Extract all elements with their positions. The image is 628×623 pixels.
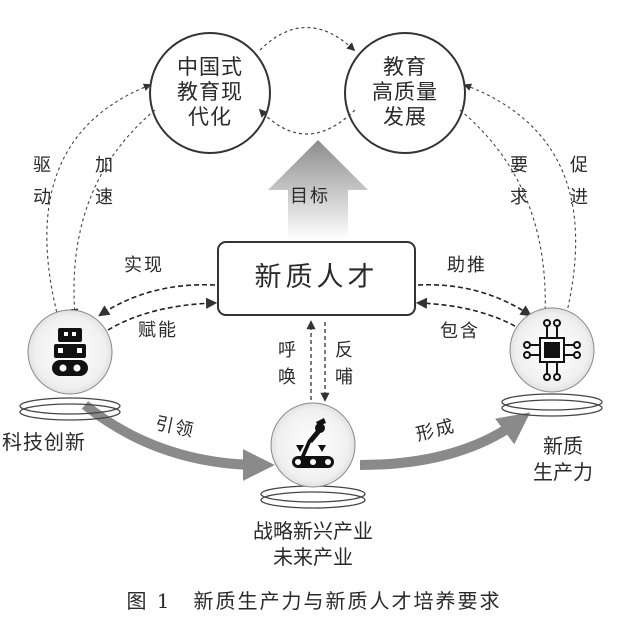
left-dashed-lower bbox=[107, 297, 218, 331]
left-arc-outer bbox=[46, 83, 152, 326]
top-arrow-upper bbox=[259, 27, 356, 52]
right-dashed-lower bbox=[415, 297, 523, 331]
top-arrow-lower bbox=[258, 108, 356, 135]
form-arc-arrow bbox=[359, 412, 531, 470]
label-include: 包含 bbox=[440, 321, 480, 342]
label-accelerate: 加 速 bbox=[95, 155, 115, 208]
robot-arm-icon bbox=[292, 418, 334, 468]
robot-icon bbox=[52, 328, 88, 376]
node-center: 新质人才 bbox=[254, 262, 379, 293]
node-left: 科技创新 bbox=[2, 430, 86, 454]
figure-caption: 图 1 新质生产力与新质人才培养要求 bbox=[126, 589, 502, 613]
node-right: 新质 生产力 bbox=[533, 434, 593, 484]
label-empower: 赋能 bbox=[138, 320, 178, 341]
label-assist: 助推 bbox=[447, 255, 487, 276]
right-dashed-upper bbox=[417, 283, 532, 317]
label-drive: 驱 动 bbox=[33, 155, 53, 208]
label-feedback: 反 哺 bbox=[335, 340, 355, 388]
right-platform bbox=[501, 393, 603, 417]
node-top-right: 教育 高质量 发展 bbox=[372, 55, 438, 129]
left-platform bbox=[19, 397, 121, 421]
node-top-left: 中国式 教育现 代化 bbox=[177, 55, 243, 129]
bottom-platform bbox=[260, 485, 366, 509]
node-bottom: 战略新兴产业 未来产业 bbox=[253, 519, 373, 569]
label-goal: 目标 bbox=[290, 186, 330, 207]
label-realize: 实现 bbox=[124, 255, 164, 276]
center-box bbox=[217, 241, 416, 316]
chip-icon bbox=[523, 319, 581, 381]
circle-education-development bbox=[344, 32, 466, 154]
left-dashed-upper bbox=[98, 283, 216, 317]
label-call: 呼 唤 bbox=[278, 340, 298, 388]
right-arc-outer bbox=[463, 83, 577, 321]
goal-arrow bbox=[268, 140, 368, 240]
label-require: 要 求 bbox=[510, 155, 530, 208]
bottom-ball bbox=[270, 402, 356, 488]
label-promote: 促 进 bbox=[570, 155, 590, 208]
circle-chinese-modernization bbox=[149, 32, 271, 154]
right-arc-inner bbox=[459, 109, 550, 317]
